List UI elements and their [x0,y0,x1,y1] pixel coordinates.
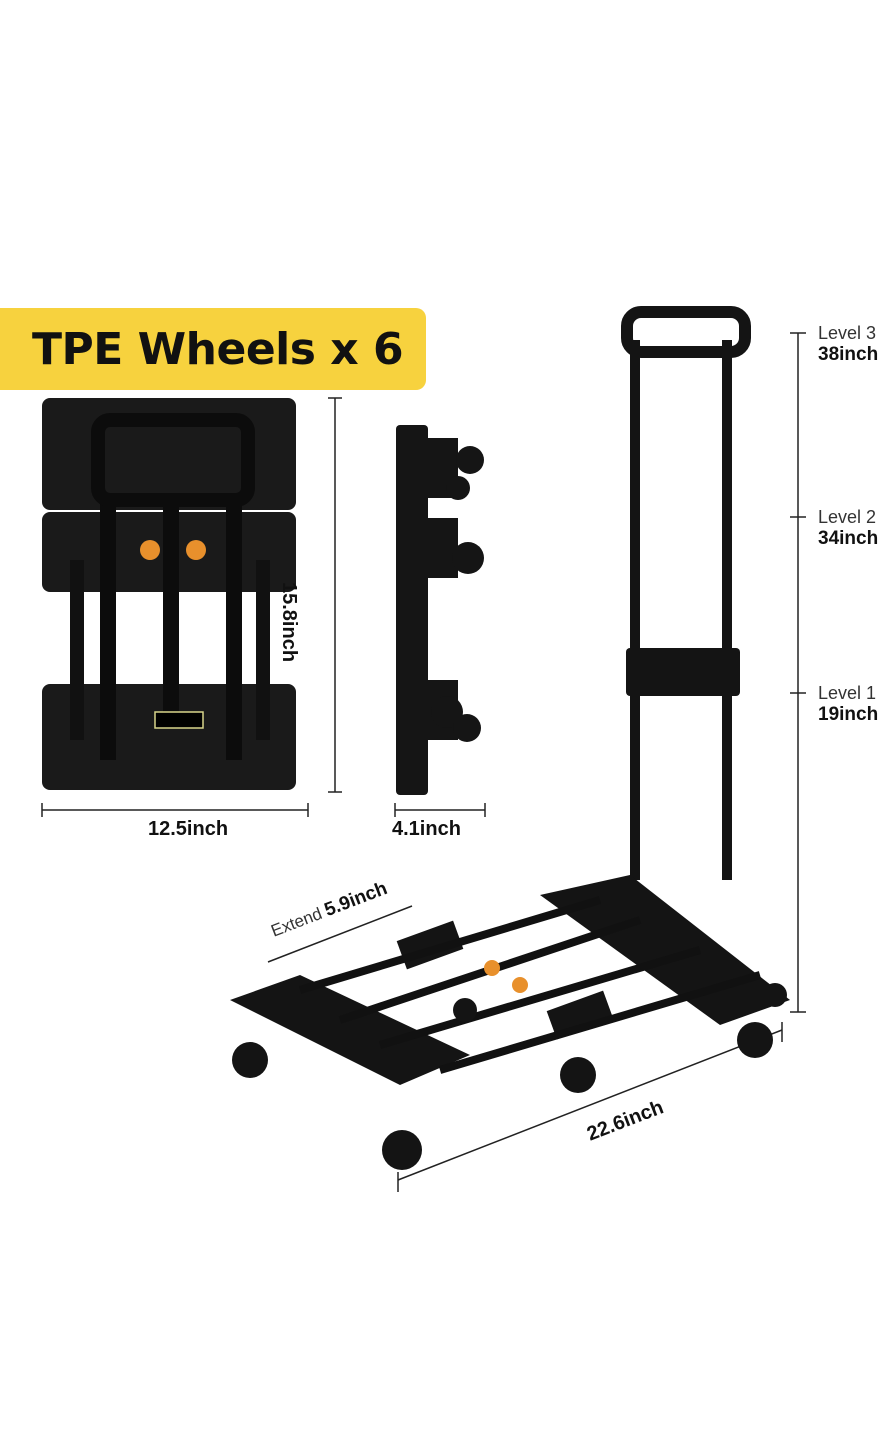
feature-badge: TPE Wheels x 6 [0,308,426,390]
level-1-label: Level 1 [818,683,877,703]
folded-height-label: 15.8inch [278,582,300,663]
level-3-label: Level 3 [818,323,877,343]
level-3-value: 38inch [818,344,879,365]
level-1: Level 1 19inch [818,683,878,726]
level-1-value: 19inch [818,704,879,725]
extended-cart [230,306,790,1170]
folded-cart-side [396,425,484,795]
badge-text: TPE Wheels x 6 [32,324,404,375]
level-2: Level 2 34inch [818,507,878,550]
dimension-lines [41,332,806,1192]
side-depth-label: 4.1inch [392,818,461,840]
level-2-label: Level 2 [818,507,877,527]
folded-cart-front [42,398,296,790]
level-3: Level 3 38inch [818,323,878,366]
level-2-value: 34inch [818,528,879,549]
folded-width-label: 12.5inch [148,818,229,840]
